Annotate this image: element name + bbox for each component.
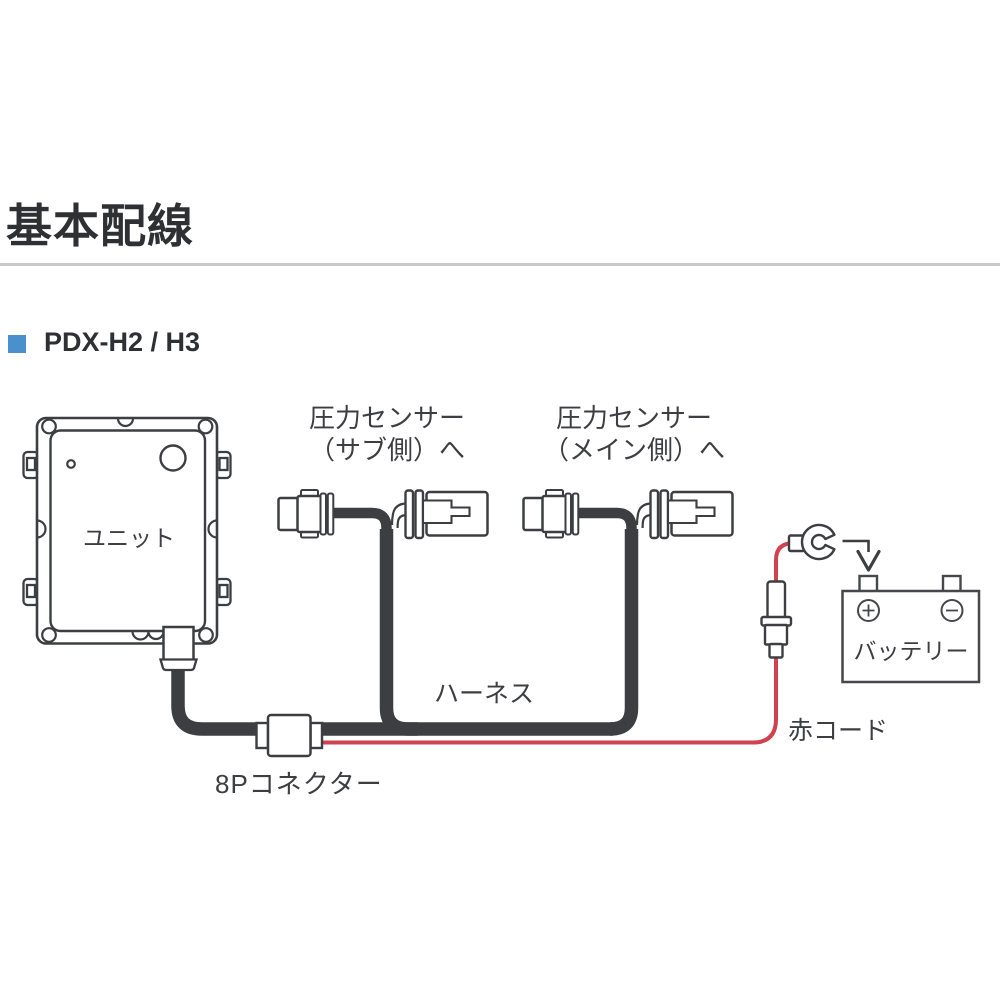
sensor-main-label: 圧力センサー （メイン側）へ: [519, 402, 749, 466]
ring-terminal-icon: [787, 523, 836, 561]
harness-label: ハーネス: [434, 680, 535, 708]
fuse-holder-icon: [760, 580, 793, 659]
connector-8p: [255, 713, 324, 758]
sensor-main-label-line1: 圧力センサー: [555, 403, 712, 433]
page-title: 基本配線: [6, 200, 194, 252]
sensor-sub-label: 圧力センサー （サブ側）へ: [272, 402, 502, 466]
connector-8p-label: 8Pコネクター: [215, 769, 383, 799]
unit-bottom-connector: [158, 625, 199, 672]
title-divider: [0, 263, 1000, 266]
unit-to-connector-wire: [171, 666, 257, 736]
unit-box: [22, 416, 232, 645]
red-cord-label: 赤コード: [788, 717, 889, 745]
sensor-sub-label-line1: 圧力センサー: [308, 403, 465, 433]
unit-mounting-ears: [22, 450, 232, 607]
sensor-sub-label-line2: （サブ側）へ: [308, 435, 465, 465]
section-header: PDX-H2 / H3: [8, 327, 200, 358]
battery-label: バッテリー: [853, 638, 969, 664]
section-bullet-icon: [8, 335, 26, 353]
sensor-connector-pair-main: [524, 490, 733, 538]
unit-button-circle: [159, 444, 187, 472]
harness-sub-vertical-wire: [379, 529, 418, 736]
minus-terminal-icon: [940, 599, 964, 622]
sensor-main-label-line2: （メイン側）へ: [542, 435, 725, 465]
unit-led-dot: [66, 459, 76, 469]
model-label: PDX-H2 / H3: [44, 327, 201, 357]
sensor-connector-pair-sub: [279, 490, 488, 538]
arrow-down-icon: [842, 539, 881, 572]
battery-box: [841, 574, 981, 684]
unit-corner-screws: [41, 418, 214, 643]
plus-terminal-icon: [857, 599, 880, 622]
unit-label: ユニット: [83, 525, 175, 551]
harness-main-vertical-wire: [609, 529, 639, 736]
